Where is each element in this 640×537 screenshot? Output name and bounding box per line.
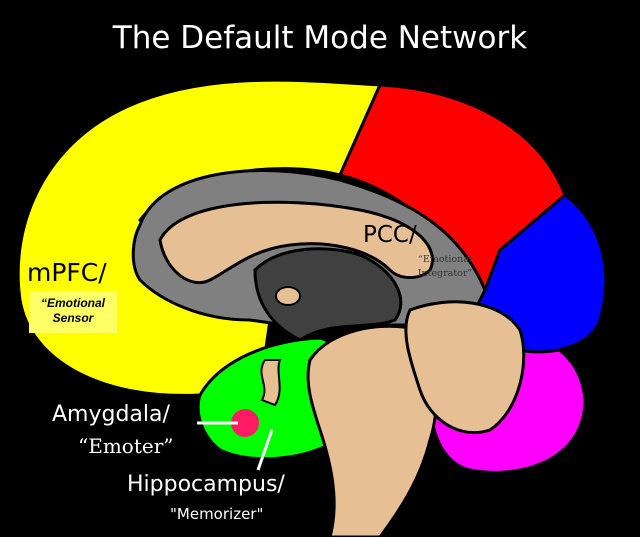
- amygdala-label: Amygdala/: [52, 402, 170, 427]
- mpfc-label: mPFC/: [27, 258, 107, 287]
- pcc-label: PCC/: [363, 222, 417, 248]
- pcc-sublabel: “Emotional Integrator”: [417, 254, 473, 279]
- amygdala-sublabel: “Emoter”: [78, 434, 174, 458]
- thalamus: [253, 247, 403, 342]
- diagram-title: The Default Mode Network: [112, 20, 528, 56]
- amygdala-spot: [231, 409, 259, 437]
- hippocampus-sublabel: "Memorizer": [170, 505, 264, 523]
- mpfc-sublabel-box: [29, 291, 117, 333]
- corpus-callosum: [158, 200, 434, 285]
- cerebellum-folia: [404, 300, 526, 435]
- brainstem: [306, 324, 438, 537]
- hippocampus-label: Hippocampus/: [127, 472, 285, 497]
- mpfc-sublabel: “Emotional Sensor: [40, 296, 105, 325]
